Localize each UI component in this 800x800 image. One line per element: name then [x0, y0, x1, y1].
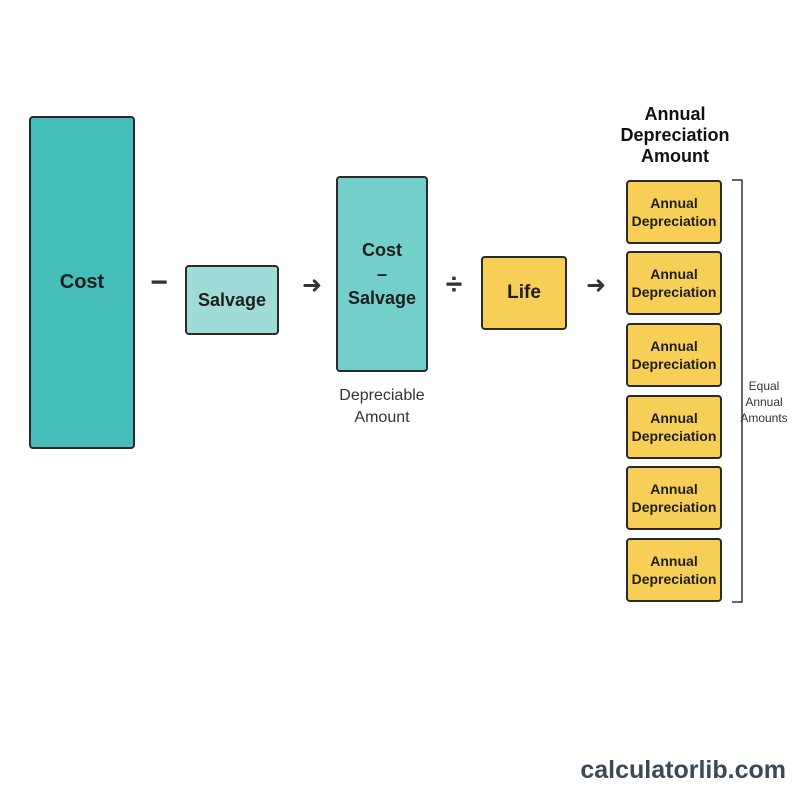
depreciable-line-cost: Cost: [362, 240, 402, 260]
depreciable-caption: Depreciable Amount: [339, 387, 425, 426]
arrow-icon: ➜: [301, 271, 323, 299]
salvage-label: Salvage: [197, 289, 267, 310]
bracket-icon: [732, 179, 743, 603]
minus-operator: −: [150, 266, 168, 299]
annual-depreciation-header: Annual Depreciation Amount: [620, 104, 730, 166]
arrow-icon: ➜: [585, 271, 607, 299]
cost-box: Cost: [29, 116, 135, 449]
life-label: Life: [507, 282, 541, 303]
life-box: Life: [481, 256, 567, 330]
salvage-box: Salvage: [185, 265, 279, 335]
divide-operator: ÷: [445, 268, 463, 301]
depreciable-line-salvage: Salvage: [347, 288, 417, 308]
brand-watermark: calculatorlib.com: [580, 756, 786, 784]
depreciable-line-minus: –: [376, 264, 387, 284]
cost-label: Cost: [59, 271, 105, 293]
depreciable-amount-box: Cost – Salvage: [336, 176, 428, 372]
equal-amounts-note: Equal Annual Amounts: [740, 379, 788, 425]
